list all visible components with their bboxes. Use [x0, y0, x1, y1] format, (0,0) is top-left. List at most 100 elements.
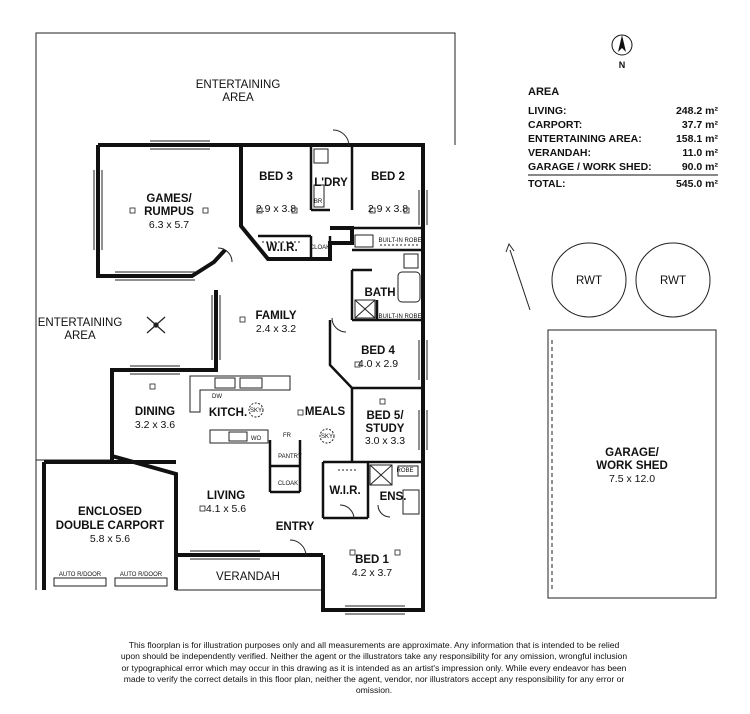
- kitchen-island: [209, 429, 269, 444]
- entertaining-left-line2: AREA: [64, 330, 96, 342]
- entertaining-top-line1: ENTERTAINING: [196, 79, 281, 91]
- tank-1: [551, 242, 627, 318]
- area-total-label: TOTAL:: [528, 178, 566, 190]
- br-label: BR: [314, 199, 323, 205]
- verandah-name: VERANDAH: [216, 571, 280, 583]
- vanity: [354, 234, 374, 248]
- tank-2: [635, 242, 711, 318]
- bed5-dims: 3.0 x 3.3: [365, 435, 405, 447]
- shower: [354, 299, 376, 319]
- family-name: FAMILY: [255, 310, 296, 322]
- area-table-title: AREA: [528, 86, 559, 98]
- tank-1-label: RWT: [576, 275, 602, 287]
- roller-doors: [53, 577, 168, 587]
- games-line2: RUMPUS: [144, 206, 194, 218]
- area-row-living-label: LIVING:: [528, 105, 567, 117]
- bed4-dims: 4.0 x 2.9: [358, 358, 398, 370]
- laundry-tub: [313, 148, 329, 164]
- skylight-1-label: SKY: [250, 408, 262, 414]
- door-ldry-ext: [332, 129, 350, 147]
- door-games: [217, 247, 233, 263]
- disclaimer-text: This floorplan is for illustration purpo…: [120, 640, 628, 696]
- area-row-entertaining-value: 158.1 m²: [676, 133, 719, 145]
- bed4-name: BED 4: [361, 345, 395, 357]
- roller-door-2: [114, 577, 168, 587]
- pantry-label: PANTRY: [278, 454, 302, 460]
- power-point-marks: [129, 207, 410, 556]
- area-row-garage-label: GARAGE / WORK SHED:: [528, 161, 652, 173]
- site-arrow: [505, 242, 531, 311]
- area-row-verandah-value: 11.0 m²: [682, 147, 718, 159]
- living-dims: 4.1 x 5.6: [206, 503, 246, 515]
- garage-outline: [547, 329, 717, 599]
- cooktop: [228, 431, 248, 442]
- bed2-dims: 2.9 x 3.8: [368, 203, 408, 215]
- laundry-bench: [313, 184, 325, 208]
- area-table: AREA LIVING: 248.2 m² CARPORT: 37.7 m² E…: [528, 86, 719, 190]
- garage-dims: 7.5 x 12.0: [609, 473, 655, 485]
- toilet: [403, 253, 419, 269]
- bed1-name: BED 1: [355, 554, 389, 566]
- garage-line1: GARAGE/: [605, 447, 659, 459]
- carport-dims: 5.8 x 5.6: [90, 533, 130, 545]
- area-total-value: 545.0 m²: [676, 178, 719, 190]
- skylight-2: [319, 428, 335, 444]
- ensuite-toilet: [397, 465, 419, 477]
- carport-walls: [42, 460, 178, 590]
- area-row-garage-value: 90.0 m²: [682, 161, 719, 173]
- door-bed1: [339, 504, 355, 520]
- skylight-2-label: SKY: [321, 434, 333, 440]
- door-bed4: [331, 317, 347, 333]
- door-entry: [289, 539, 307, 557]
- kitchen-bench: [189, 375, 291, 413]
- entertaining-left-line1: ENTERTAINING: [38, 317, 123, 329]
- rainwater-tanks: [551, 242, 711, 318]
- dining-name: DINING: [135, 406, 175, 418]
- area-row-verandah-label: VERANDAH:: [528, 147, 591, 159]
- meals-name: MEALS: [305, 406, 346, 418]
- cloak-bottom-label: CLOAK: [278, 481, 298, 487]
- builtin-robe-2-label: BUILT-IN ROBE: [379, 314, 422, 320]
- tank-2-label: RWT: [660, 275, 686, 287]
- entertaining-top-line2: AREA: [222, 92, 254, 104]
- bed3-dims: 2.9 x 3.8: [256, 203, 296, 215]
- doors: [217, 129, 391, 557]
- wir-bottom-name: W.I.R.: [329, 485, 360, 497]
- ensuite-vanity: [402, 489, 420, 515]
- games-dims: 6.3 x 5.7: [149, 219, 189, 231]
- area-row-carport-label: CARPORT:: [528, 119, 582, 131]
- compass-label: N: [619, 60, 626, 70]
- auto-door-2-label: AUTO R/DOOR: [120, 572, 163, 578]
- dining-dims: 3.2 x 3.6: [135, 419, 175, 431]
- bath-name: BATH: [364, 287, 395, 299]
- games-room-walls: [96, 143, 241, 278]
- bed1-dims: 4.2 x 3.7: [352, 567, 392, 579]
- living-name: LIVING: [207, 490, 245, 502]
- family-dims: 2.4 x 3.2: [256, 323, 296, 335]
- dw-label: DW: [212, 394, 222, 400]
- roller-door-1: [53, 577, 107, 587]
- robe-label: ROBE: [396, 468, 413, 474]
- north-compass-icon: [611, 34, 633, 56]
- builtin-robe-1-label: BUILT-IN ROBE: [379, 238, 422, 244]
- ceiling-fan-icon: [146, 316, 166, 334]
- fr-label: FR: [283, 433, 292, 439]
- ldry-name: L'DRY: [314, 177, 348, 189]
- garage-line2: WORK SHED: [596, 460, 668, 472]
- bed5-line2: STUDY: [366, 423, 405, 435]
- interior-walls: [258, 145, 423, 520]
- ens-name: ENS.: [380, 491, 407, 503]
- cloak-top-label: CLOAK: [310, 245, 330, 251]
- games-line1: GAMES/: [146, 193, 192, 205]
- bathtub: [397, 271, 421, 303]
- skylight-1: [248, 402, 264, 418]
- fixtures: [146, 148, 421, 515]
- bed2-name: BED 2: [371, 171, 405, 183]
- sink: [239, 377, 263, 389]
- area-row-carport-value: 37.7 m²: [682, 119, 719, 131]
- carport-line2: DOUBLE CARPORT: [56, 520, 165, 532]
- bed3-name: BED 3: [259, 171, 293, 183]
- area-row-entertaining-label: ENTERTAINING AREA:: [528, 133, 642, 145]
- entry-name: ENTRY: [276, 521, 315, 533]
